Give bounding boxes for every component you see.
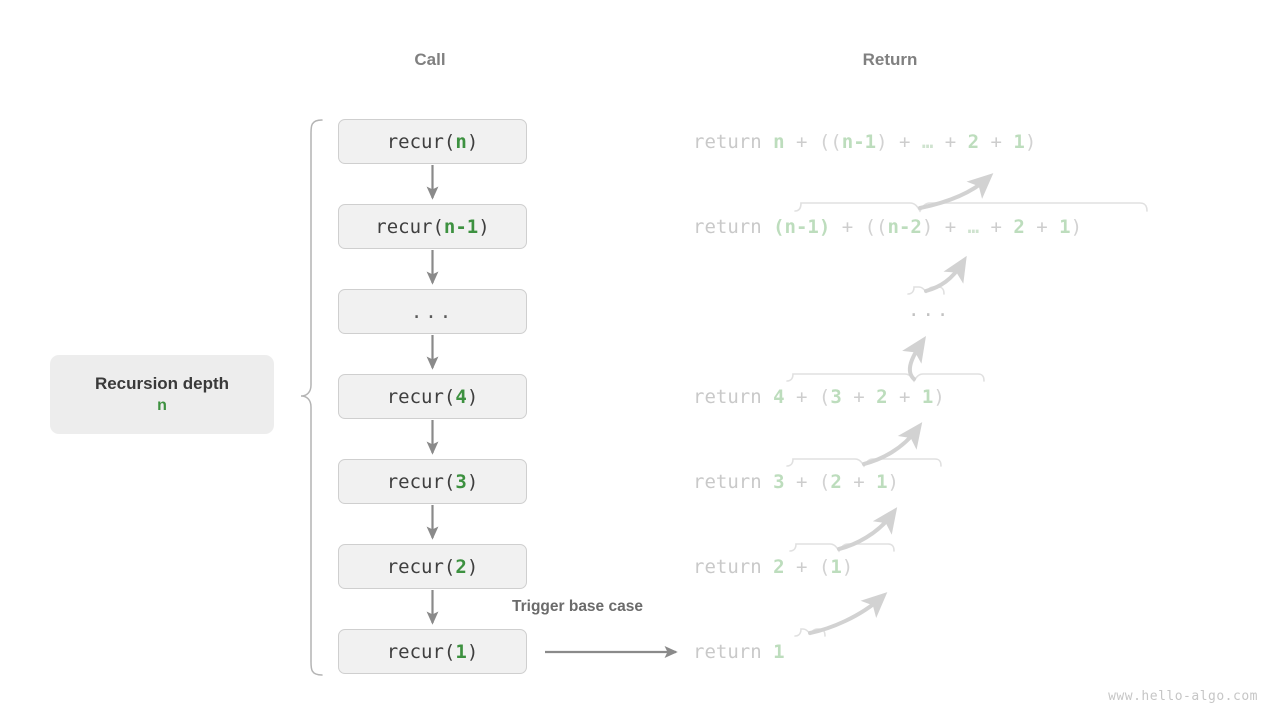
call-box-label: recur(2) [386, 555, 479, 578]
return-expr-value: (n-1) [773, 215, 831, 238]
call-box-label: recur(n) [386, 130, 479, 153]
column-header-call: Call [414, 50, 446, 69]
return-keyword: return [693, 555, 774, 578]
return-expr-value: 4 [773, 385, 785, 408]
return-brace-row7 [794, 592, 888, 637]
recursion-depth-value: n [157, 396, 167, 414]
call-box-recur-3[interactable]: recur(3) [338, 459, 527, 504]
return-expr-value: 2 [773, 555, 785, 578]
call-box-ellipsis[interactable]: ... [338, 289, 527, 334]
watermark: www.hello-algo.com [1108, 689, 1258, 704]
call-box-recur-1[interactable]: recur(1) [338, 629, 527, 674]
return-row-7: return 1 [693, 629, 785, 674]
call-box-label: ... [410, 300, 455, 323]
return-row-1: return n + ((n-1) + … + 2 + 1) [693, 130, 1037, 153]
call-box-label: recur(4) [386, 385, 479, 408]
return-expr-value: 3 [773, 470, 785, 493]
recursion-depth-brace [300, 119, 323, 676]
return-expr-value: n [773, 130, 785, 153]
return-keyword: return [693, 470, 774, 493]
return-row-ellipsis: ... [908, 299, 952, 321]
call-box-recur-4[interactable]: recur(4) [338, 374, 527, 419]
return-keyword: return [693, 640, 774, 663]
call-box-recur-n-1[interactable]: recur(n-1) [338, 204, 527, 249]
call-box-recur-2[interactable]: recur(2) [338, 544, 527, 589]
column-header-return: Return [862, 50, 918, 69]
recursion-depth-box: Recursion depth n [50, 355, 274, 434]
trigger-base-case-label: Trigger base case [512, 598, 643, 615]
return-keyword: return [693, 215, 774, 238]
return-brace-row3 [907, 255, 967, 295]
return-expr-value: 1 [773, 640, 785, 663]
return-row-5: return 3 + (2 + 1) [693, 470, 899, 493]
call-box-label: recur(1) [386, 640, 479, 663]
call-box-recur-n[interactable]: recur(n) [338, 119, 527, 164]
call-box-label: recur(3) [386, 470, 479, 493]
return-keyword: return [693, 130, 774, 153]
return-keyword: return [693, 385, 774, 408]
recursion-depth-title: Recursion depth [94, 373, 230, 393]
return-row-4: return 4 + (3 + 2 + 1) [693, 385, 945, 408]
call-box-label: recur(n-1) [375, 215, 490, 238]
return-row-6: return 2 + (1) [693, 555, 854, 578]
return-row-2: return (n-1) + ((n-2) + … + 2 + 1) [693, 215, 1083, 238]
